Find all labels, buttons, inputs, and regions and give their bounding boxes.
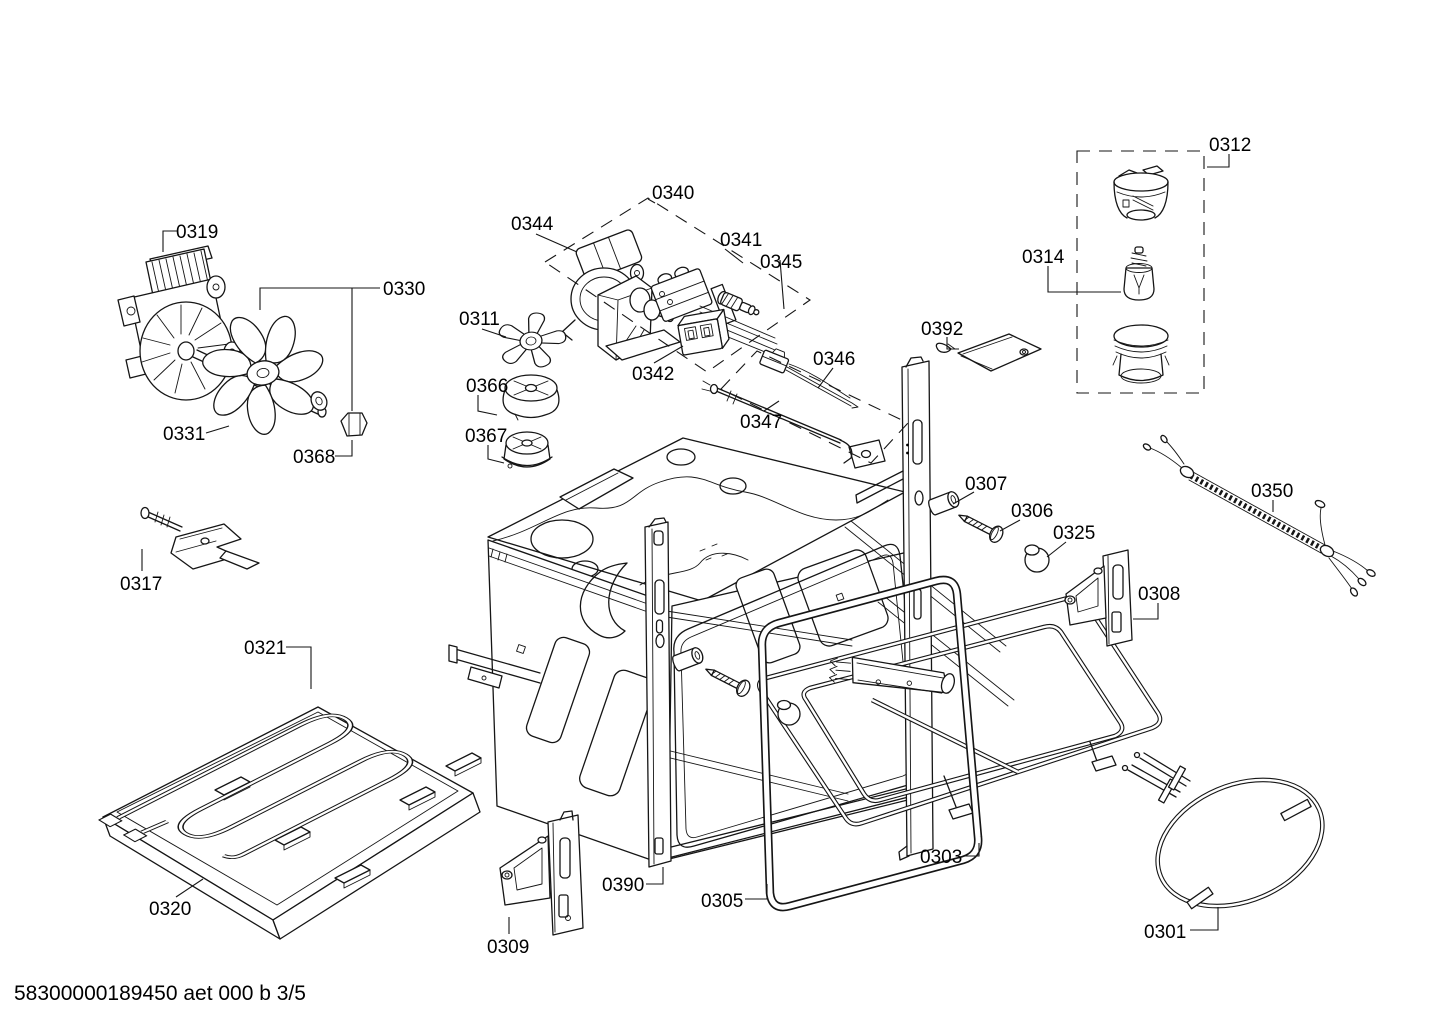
part-0350-cable-harness-drawing [1142, 434, 1376, 597]
part-0311-star-washer-drawing [498, 312, 567, 368]
part-0325-knob-drawing [776, 544, 1050, 726]
part-0312-lamp-assembly-drawing [1076, 150, 1205, 394]
part-0346-sensor-drawing [759, 348, 859, 409]
part-label-0341: 0341 [720, 230, 762, 251]
part-label-0340: 0340 [652, 183, 694, 204]
part-label-0317: 0317 [120, 574, 162, 595]
part-0301-ring-element-drawing [1121, 751, 1325, 910]
lamp-cover-drawing [1112, 324, 1170, 384]
part-0308-bracket-drawing [1064, 549, 1133, 647]
part-0306-screw-drawing [705, 514, 1004, 697]
part-label-0390: 0390 [602, 875, 644, 896]
part-label-0392: 0392 [921, 319, 963, 340]
part-label-0331: 0331 [163, 424, 205, 445]
part-label-0314: 0314 [1022, 247, 1065, 268]
part-0368-nut-drawing [340, 412, 368, 437]
assembly-0340-group-outline [543, 197, 811, 373]
part-label-0330: 0330 [383, 279, 425, 300]
part-label-0312: 0312 [1209, 135, 1251, 156]
part-label-0305: 0305 [701, 891, 743, 912]
part-0331-fan-impeller-drawing [202, 315, 328, 435]
lamp-socket-drawing [1113, 165, 1169, 221]
part-label-0306: 0306 [1011, 501, 1053, 522]
part-label-0345: 0345 [760, 252, 802, 273]
part-0392-scraper-drawing [935, 333, 1042, 372]
part-0303-grill-element-drawing [756, 594, 1163, 827]
oven-cavity-drawing [448, 437, 933, 863]
part-0319-fan-motor-drawing [117, 245, 327, 418]
part-label-0366: 0366 [466, 376, 508, 397]
part-label-0346: 0346 [813, 349, 855, 370]
part-0367-cap-drawing [501, 431, 553, 469]
part-label-0368: 0368 [293, 447, 335, 468]
part-0309-bracket-drawing [499, 810, 584, 936]
part-label-0321: 0321 [244, 638, 286, 659]
part-label-0347: 0347 [740, 412, 782, 433]
part-0314-bulb-drawing [1123, 246, 1155, 301]
part-0321-bottom-heating-element-drawing [98, 713, 414, 859]
part-0341-switch-assembly-drawing [597, 266, 778, 361]
assembly-0346-group-outline [720, 350, 909, 464]
part-label-0350: 0350 [1251, 481, 1293, 502]
part-label-0311: 0311 [459, 309, 500, 330]
part-labels: 0319 0330 0331 0368 0317 0321 0320 0344 … [120, 135, 1293, 958]
part-0390-front-column-drawing [644, 517, 672, 868]
part-label-0320: 0320 [149, 899, 191, 920]
part-label-0308: 0308 [1138, 584, 1180, 605]
part-0342-terminal-block-drawing [677, 308, 730, 356]
document-code: 58300000189450 aet 000 b 3/5 [14, 982, 306, 1005]
rear-frame-rail-drawing [844, 356, 1015, 861]
part-0305-frame-tube-drawing [757, 575, 983, 912]
part-0345-sensor-plug-drawing [717, 290, 760, 316]
part-0320-bottom-panel-drawing [102, 706, 482, 940]
part-label-0342: 0342 [632, 364, 674, 385]
part-0307-bushing-drawing [672, 491, 960, 672]
part-label-0303: 0303 [920, 847, 962, 868]
part-label-0325: 0325 [1053, 523, 1095, 544]
part-label-0301: 0301 [1144, 922, 1186, 943]
part-label-0344: 0344 [511, 214, 554, 235]
part-label-0307: 0307 [965, 474, 1007, 495]
leader-lines [141, 154, 1274, 934]
part-label-0319: 0319 [176, 222, 218, 243]
part-0317-bracket-drawing [140, 506, 260, 570]
part-0366-cap-drawing [502, 374, 560, 421]
part-label-0309: 0309 [487, 937, 529, 958]
part-label-0367: 0367 [465, 426, 507, 447]
